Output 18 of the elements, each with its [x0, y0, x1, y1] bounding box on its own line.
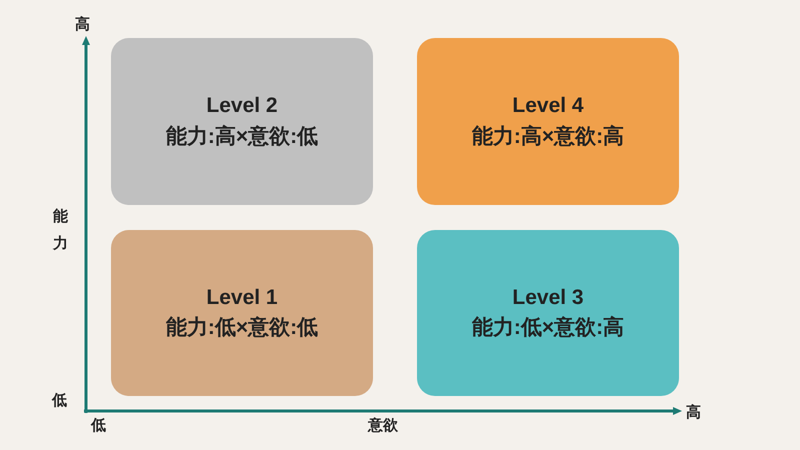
- quadrant-box: [417, 38, 679, 205]
- quadrant-description: 能力:低×意欲:低: [166, 315, 318, 341]
- axis-label: 低: [52, 393, 67, 408]
- axis-title: 能力: [53, 207, 68, 254]
- axis-label: 高: [75, 17, 90, 32]
- level-title: Level 3: [512, 284, 584, 311]
- axis-title: 意欲: [368, 418, 398, 433]
- axis-label: 高: [686, 405, 701, 420]
- quadrant-box: [417, 230, 679, 396]
- quadrant-box: [111, 230, 373, 396]
- quadrant-description: 能力:高×意欲:低: [166, 124, 318, 150]
- quadrant-description: 能力:高×意欲:高: [472, 124, 624, 150]
- level-title: Level 2: [206, 93, 278, 120]
- level-title: Level 4: [512, 93, 584, 120]
- quadrant-description: 能力:低×意欲:高: [472, 315, 624, 341]
- level-title: Level 1: [206, 284, 278, 311]
- quadrant-box: [111, 38, 373, 205]
- axis-label: 低: [91, 418, 106, 433]
